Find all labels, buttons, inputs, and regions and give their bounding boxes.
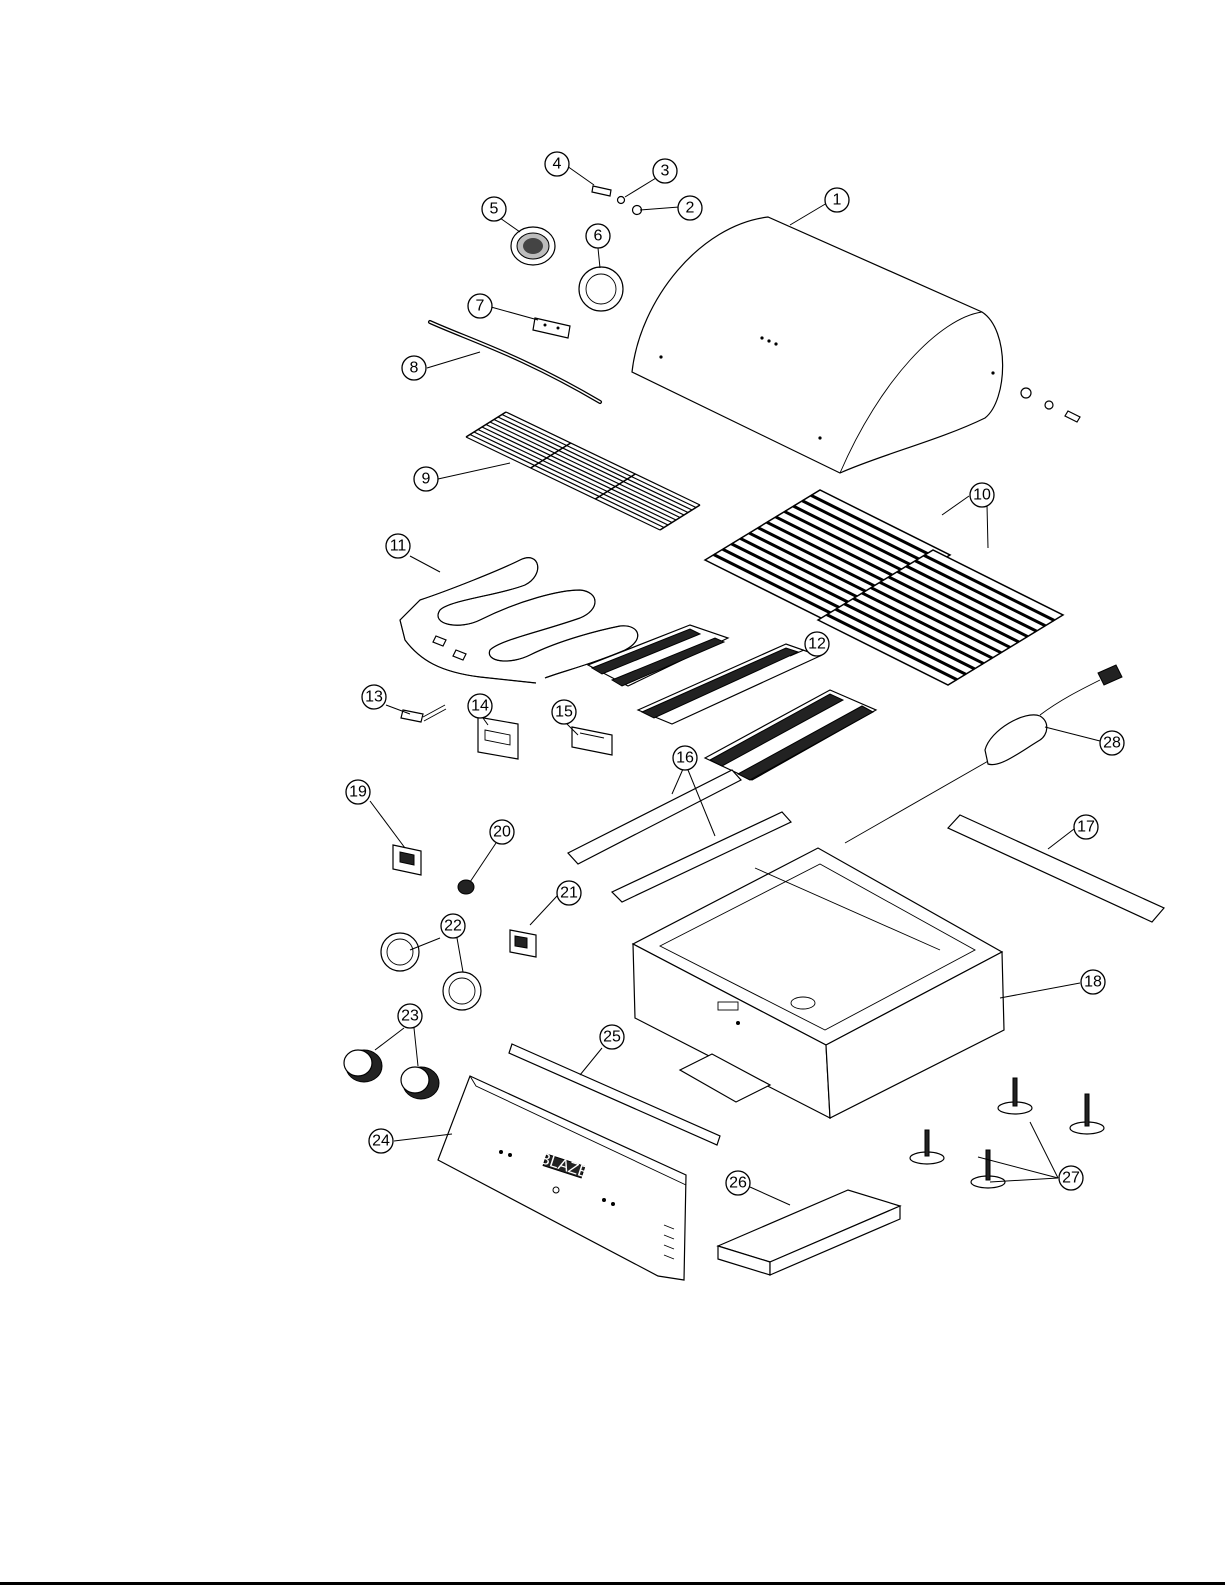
svg-text:20: 20 [493,824,511,841]
svg-text:11: 11 [390,538,407,555]
clip-bracket [572,727,612,755]
rail [948,815,1164,922]
callout-22: 22 [441,914,465,938]
callout-19: 19 [346,780,370,804]
callout-27: 27 [1059,1166,1083,1190]
hood [632,217,1080,473]
gauge-bezel [579,267,623,311]
controller-box [478,717,518,759]
relay [510,930,536,957]
callout-25: 25 [600,1025,624,1049]
warming-rack [466,412,700,530]
svg-text:5: 5 [490,201,499,218]
hood-handle [430,322,600,402]
callout-9: 9 [414,467,438,491]
knob-bezels [381,933,481,1010]
callout-11: 11 [386,534,410,558]
svg-text:15: 15 [555,704,573,721]
svg-text:1: 1 [833,192,842,209]
callout-18: 18 [1081,970,1105,994]
callout-1: 1 [825,188,849,212]
callout-15: 15 [552,700,576,724]
callout-6: 6 [586,224,610,248]
callout-3: 3 [653,159,677,183]
callout-10: 10 [970,483,994,507]
svg-text:18: 18 [1084,974,1102,991]
svg-text:25: 25 [603,1029,621,1046]
svg-text:8: 8 [410,360,419,377]
svg-text:14: 14 [471,698,489,715]
svg-text:10: 10 [973,487,991,504]
firebox [633,848,1004,1118]
svg-text:28: 28 [1103,735,1121,752]
callout-13: 13 [362,685,386,709]
bracket-plate [533,318,570,338]
svg-text:13: 13 [365,689,383,706]
knob-insert [458,880,474,894]
small-hardware [592,186,642,215]
switch [393,845,421,875]
svg-text:7: 7 [476,298,485,315]
callout-20: 20 [490,820,514,844]
callout-7: 7 [468,294,492,318]
svg-text:6: 6 [594,228,603,245]
callout-5: 5 [482,197,506,221]
svg-text:4: 4 [553,156,562,173]
callout-26: 26 [726,1171,750,1195]
callout-2: 2 [678,196,702,220]
callout-14: 14 [468,694,492,718]
svg-text:19: 19 [349,784,367,801]
callout-24: 24 [369,1129,393,1153]
flame-tamers [588,625,876,780]
svg-text:22: 22 [444,918,462,935]
callout-28: 28 [1100,731,1124,755]
callout-23: 23 [398,1004,422,1028]
svg-text:9: 9 [422,471,431,488]
svg-text:3: 3 [661,163,670,180]
callout-17: 17 [1074,815,1098,839]
svg-text:26: 26 [729,1175,747,1192]
svg-text:23: 23 [401,1008,419,1025]
temperature-gauge [511,227,555,265]
svg-text:27: 27 [1062,1170,1080,1187]
svg-text:17: 17 [1077,819,1095,836]
svg-text:2: 2 [686,200,695,217]
callout-16: 16 [673,746,697,770]
callout-21: 21 [557,881,581,905]
svg-text:21: 21 [560,885,578,902]
callout-12: 12 [805,632,829,656]
svg-text:12: 12 [808,636,826,653]
svg-text:24: 24 [372,1133,390,1150]
callout-4: 4 [545,152,569,176]
callout-8: 8 [402,356,426,380]
control-knobs [344,1050,439,1099]
drip-tray [718,1190,900,1275]
svg-text:16: 16 [676,750,694,767]
